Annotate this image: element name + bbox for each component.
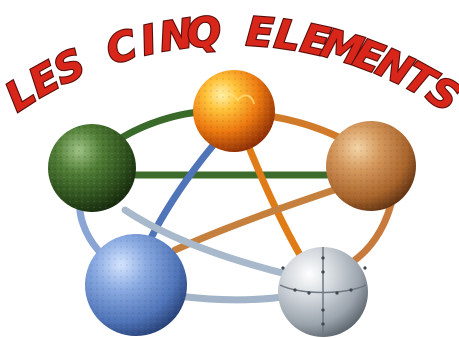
title-letter: Q xyxy=(185,9,222,57)
tube-fire-earth xyxy=(262,115,348,142)
sphere-earth xyxy=(326,121,416,211)
tube-fire-water xyxy=(150,135,222,240)
title-letter: E xyxy=(245,9,276,57)
title-letter: C xyxy=(101,22,142,74)
sphere-wood xyxy=(48,124,136,212)
sphere-water xyxy=(85,234,187,336)
sphere-metal xyxy=(278,247,368,337)
tube-earth-water xyxy=(175,188,340,250)
tube-fire-metal xyxy=(246,140,300,255)
sphere-fire xyxy=(193,70,275,152)
tube-metal-water xyxy=(178,296,290,300)
